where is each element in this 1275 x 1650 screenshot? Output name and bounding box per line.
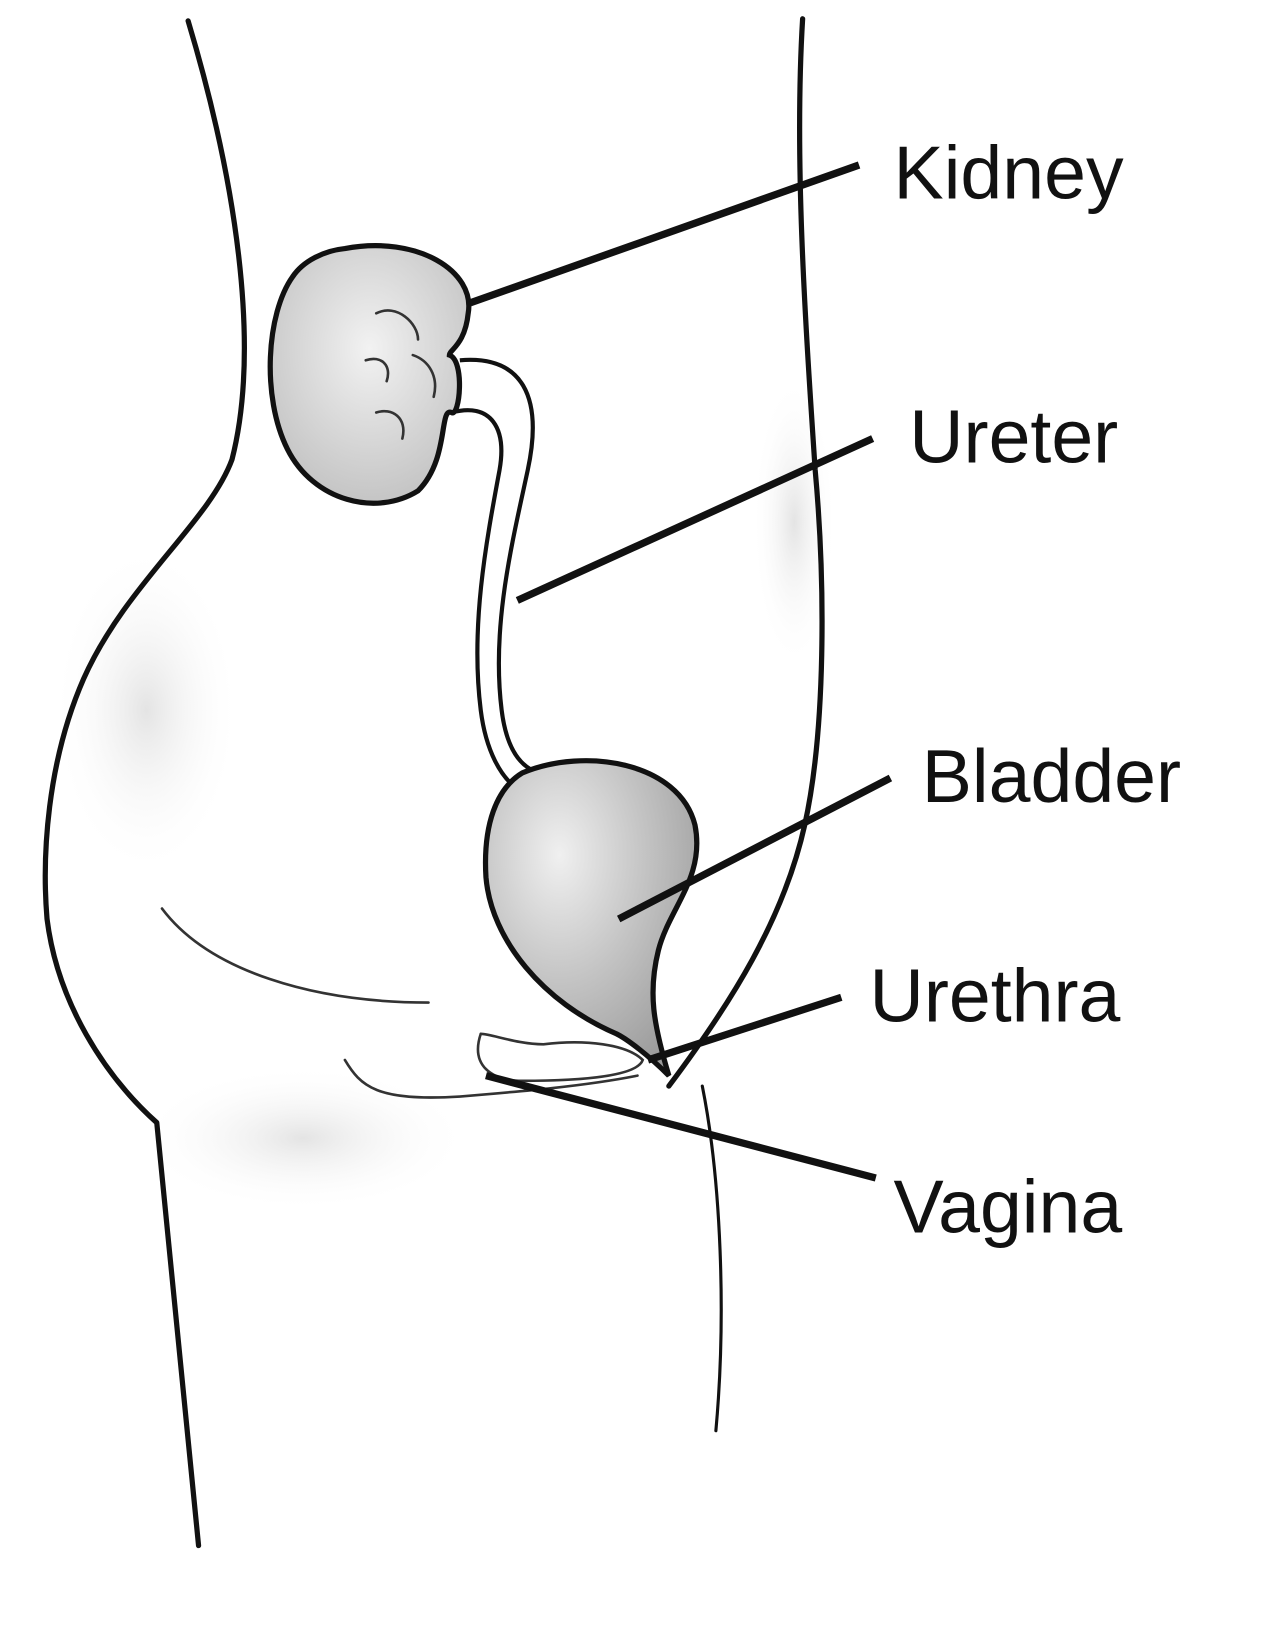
kidney-calyces xyxy=(364,309,437,440)
urethra-leader-line xyxy=(646,993,843,1064)
lower-shading xyxy=(135,1065,471,1212)
body-back-outline xyxy=(666,16,825,1089)
ureter-tube-outer xyxy=(459,357,539,775)
leg-back-outline xyxy=(700,1084,723,1433)
groin-fold xyxy=(343,1058,639,1099)
vulva-outline xyxy=(476,1032,645,1083)
hip-shading xyxy=(52,543,241,878)
buttock-line xyxy=(160,907,430,1004)
ureter-tube-inner xyxy=(450,408,519,791)
body-front-outline xyxy=(42,18,247,1549)
vagina-leader-line xyxy=(485,1072,877,1182)
ureter-leader-line xyxy=(515,435,875,604)
urethra-label: Urethra xyxy=(870,953,1121,1037)
bladder-shape xyxy=(482,758,700,1078)
ureter-label: Ureter xyxy=(909,395,1118,479)
bladder-leader-line xyxy=(617,774,893,923)
kidney-label: Kidney xyxy=(894,130,1124,214)
kidney-leader-line xyxy=(469,161,861,307)
kidney-shape xyxy=(267,243,472,506)
bladder-label: Bladder xyxy=(922,734,1181,818)
vagina-label: Vagina xyxy=(894,1164,1123,1248)
